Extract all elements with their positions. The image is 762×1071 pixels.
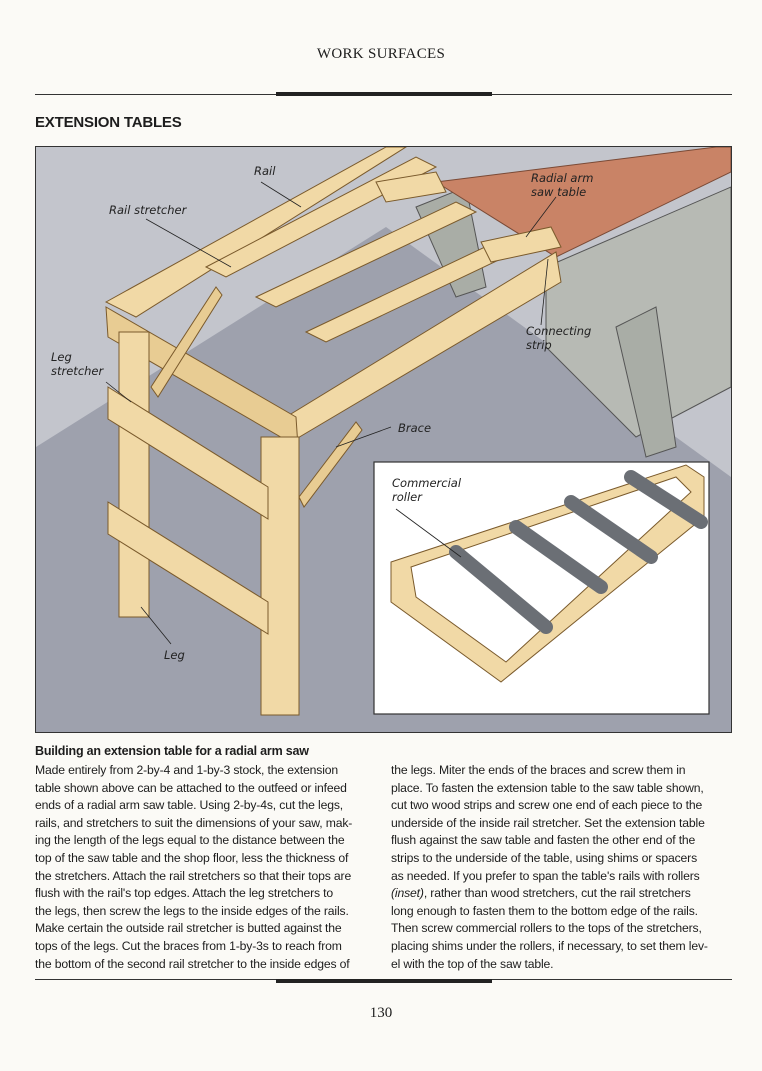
leg-stretcher-upper <box>107 386 269 520</box>
saw-body <box>545 186 731 438</box>
caption-line: tops of the legs. Cut the braces from 1-… <box>35 938 342 953</box>
caption-line: the legs. Miter the ends of the braces a… <box>391 763 686 777</box>
connecting-strip-1 <box>375 171 447 203</box>
bottom-rule-accent <box>276 979 492 983</box>
connecting-strip-2 <box>480 226 562 263</box>
caption-line: table shown above can be attached to the… <box>35 780 347 795</box>
caption-line: place. To fasten the extension table to … <box>391 780 704 795</box>
caption-line: long enough to fasten them to the bottom… <box>391 903 698 918</box>
leader-connecting-strip <box>540 258 549 326</box>
caption-line: the legs, then screw the legs to the ins… <box>35 903 349 918</box>
label-leg-stretcher-1: Leg <box>51 350 72 364</box>
caption-line: Then screw commercial rollers to the top… <box>391 921 702 936</box>
caption-line: ends of a radial arm saw table. Using 2-… <box>35 798 344 813</box>
roller-2 <box>509 520 608 594</box>
leader-roller <box>395 508 462 558</box>
label-roller: roller <box>392 490 423 504</box>
label-radial-arm: Radial arm <box>531 171 593 185</box>
caption-heading: Building an extension table for a radial… <box>35 744 309 758</box>
caption-line: as needed. If you prefer to span the tab… <box>391 868 700 883</box>
caption-line: flush against the saw table and fasten t… <box>391 833 696 848</box>
top-rule-accent <box>276 92 492 96</box>
caption-line: underside of the inside rail stretcher. … <box>391 815 705 830</box>
caption-line: (inset), rather than wood stretchers, cu… <box>391 886 691 901</box>
label-strip: strip <box>526 338 552 352</box>
caption-line: Made entirely from 2-by-4 and 1-by-3 sto… <box>35 763 339 777</box>
label-rail-stretcher: Rail stretcher <box>109 203 188 217</box>
leader-saw-table <box>525 196 557 238</box>
caption-line: strips to the underside of the table, us… <box>391 850 698 865</box>
leader-rail-stretcher <box>145 218 232 268</box>
label-brace: Brace <box>398 421 431 435</box>
leg-front <box>260 436 300 716</box>
section-title: EXTENSION TABLES <box>35 114 182 131</box>
caption-line: placing shims under the rollers, if nece… <box>391 938 708 953</box>
label-leg: Leg <box>164 648 185 662</box>
caption-column-left: Made entirely from 2-by-4 and 1-by-3 sto… <box>35 762 362 973</box>
caption-line: ing the length of the legs equal to the … <box>35 833 345 848</box>
caption-line: the stretchers. Attach the rail stretche… <box>35 868 352 883</box>
roller-4 <box>624 470 708 529</box>
leader-brace <box>335 426 392 448</box>
label-connecting: Connecting <box>526 324 591 338</box>
caption-line: rails, and stretchers to suit the dimens… <box>35 815 353 830</box>
leg-stretcher-lower <box>107 501 269 635</box>
label-commercial: Commercial <box>392 476 462 490</box>
roller-1 <box>449 545 553 634</box>
leader-rail <box>260 181 302 208</box>
rail-left <box>104 147 407 318</box>
caption-line: Make certain the outside rail stretcher … <box>35 921 342 936</box>
rail-stretcher-2 <box>254 201 478 308</box>
roller-3 <box>564 495 658 564</box>
brace-left <box>150 286 223 398</box>
label-saw-table: saw table <box>531 185 586 199</box>
caption-line: flush with the rail's top edges. Attach … <box>35 886 334 901</box>
leader-leg-stretcher <box>105 381 132 403</box>
saw-leg <box>615 306 677 458</box>
leader-leg <box>140 606 172 645</box>
extension-table-illustration: Rail Rail stretcher Radial arm saw table… <box>35 146 732 733</box>
running-head: WORK SURFACES <box>316 46 446 62</box>
label-leg-stretcher-2: stretcher <box>51 364 104 378</box>
page-number: 130 <box>369 1005 393 1021</box>
leg-back <box>118 331 150 618</box>
caption-line: el with the top of the saw table. <box>391 956 554 971</box>
caption-line: the bottom of the second rail stretcher … <box>35 956 350 971</box>
caption-column-right: the legs. Miter the ends of the braces a… <box>391 762 715 973</box>
label-rail: Rail <box>254 164 276 178</box>
illustration-svg: Rail Rail stretcher Radial arm saw table… <box>36 147 731 732</box>
caption-line: cut two wood strips and screw one end of… <box>391 798 703 813</box>
caption-line: top of the saw table and the shop floor,… <box>35 850 349 865</box>
